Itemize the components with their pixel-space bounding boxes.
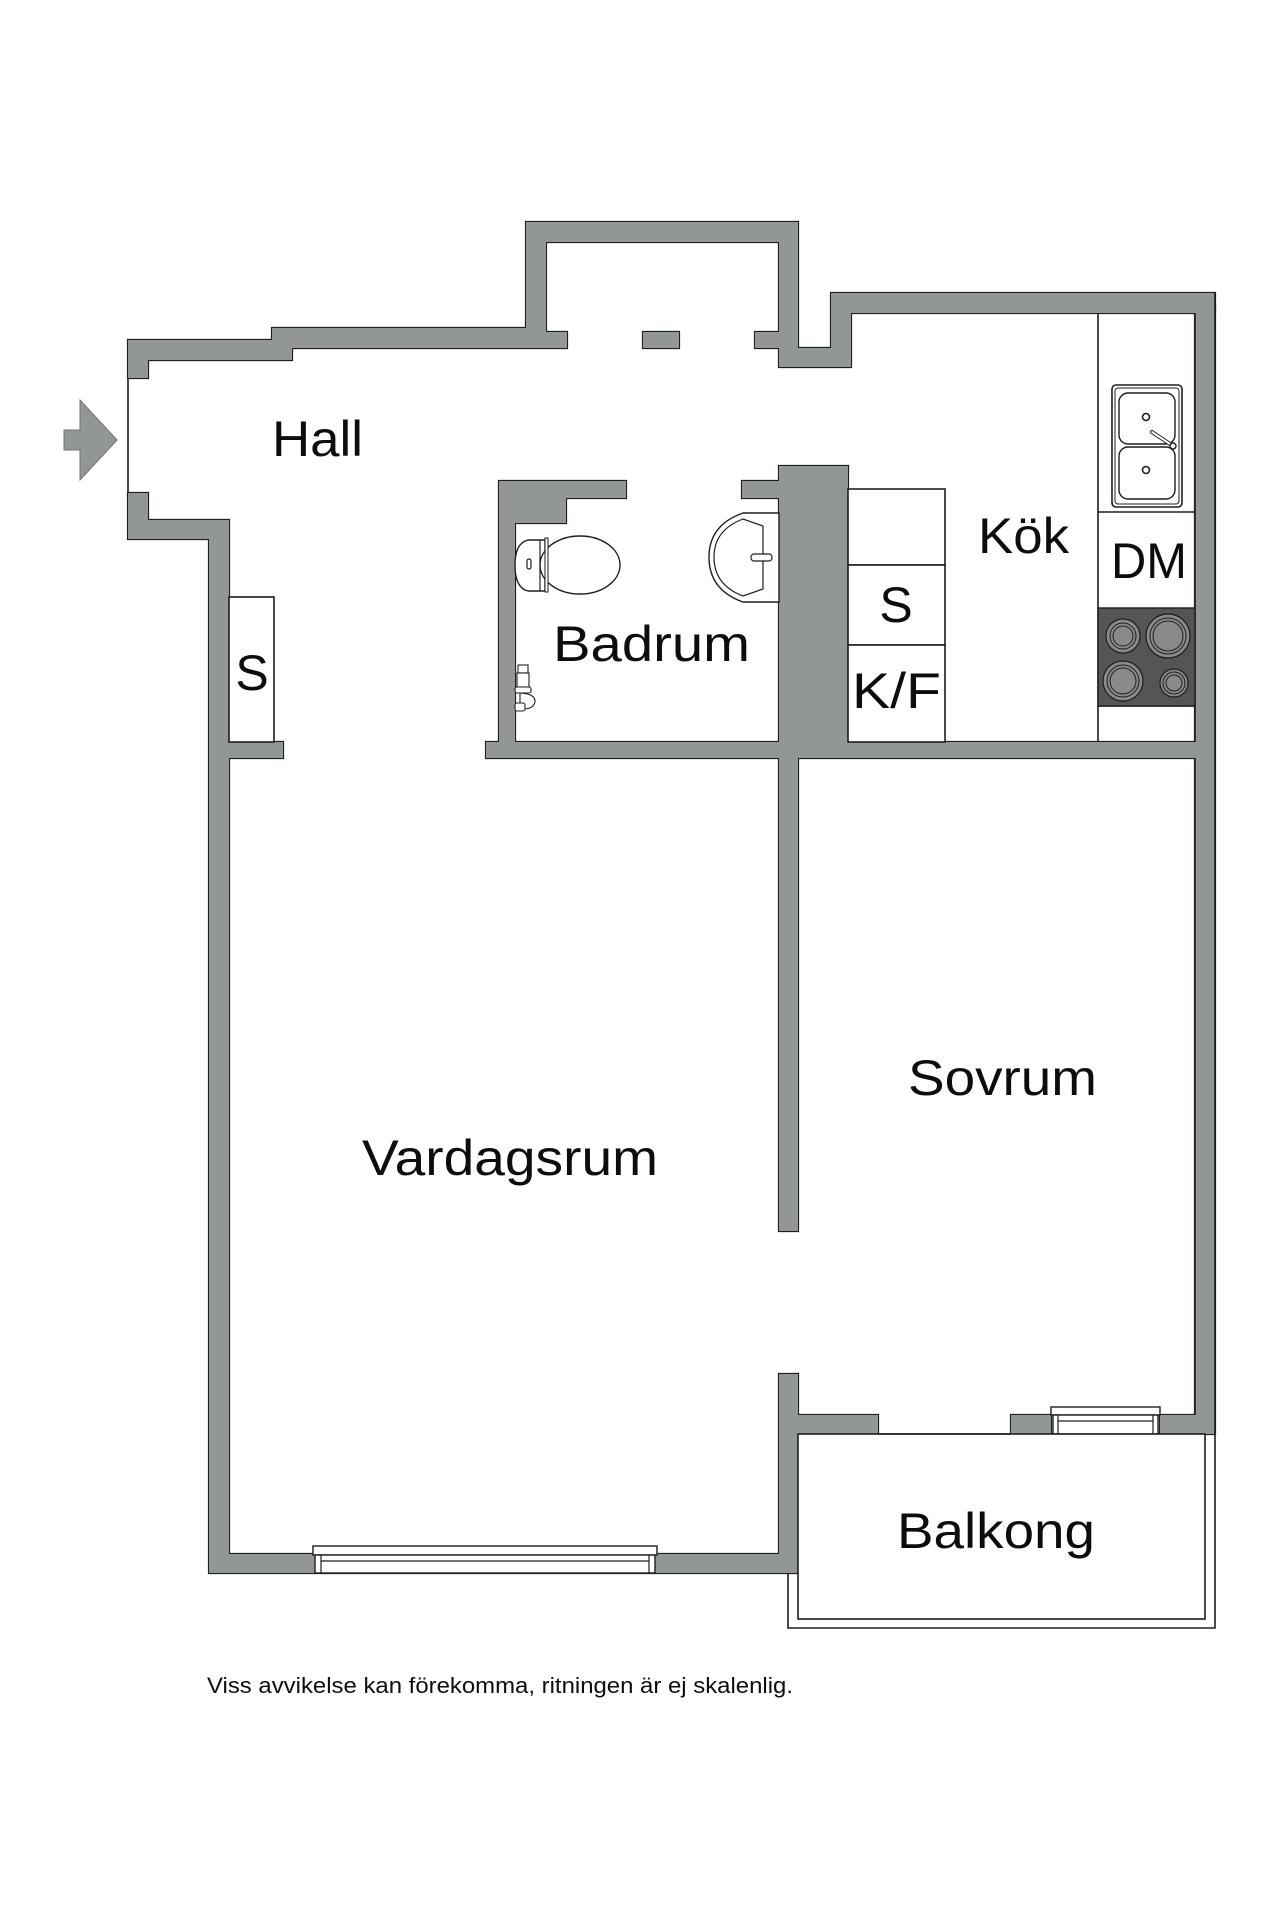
disclaimer-text: Viss avvikelse kan förekomma, ritningen … — [207, 1673, 793, 1698]
room-label-bathroom: Badrum — [553, 616, 750, 672]
room-label-hall-closet: S — [235, 645, 268, 701]
window-icon — [312, 1545, 658, 1574]
stove-icon — [1097, 607, 1196, 707]
room-label-kitchen: Kök — [978, 508, 1070, 564]
kitchen-closet — [847, 564, 946, 646]
room-label-dishwasher: DM — [1111, 533, 1187, 589]
room-label-living-room: Vardagsrum — [362, 1130, 658, 1186]
double-sink-icon — [1111, 384, 1183, 508]
room-label-bedroom: Sovrum — [908, 1050, 1097, 1106]
room-label-kitchen-closet: S — [879, 577, 912, 633]
room-label-balcony: Balkong — [897, 1503, 1095, 1559]
fridge-freezer — [847, 644, 946, 743]
washbasin-icon — [708, 512, 780, 603]
hall-closet — [228, 596, 275, 743]
room-label-hall: Hall — [272, 411, 363, 467]
arrow-right-icon — [63, 398, 118, 482]
shower-mixer-icon — [514, 664, 536, 712]
balcony-outline — [787, 1433, 1216, 1629]
room-label-fridge-freezer: K/F — [852, 663, 941, 719]
kitchen-cabinets — [847, 488, 946, 743]
toilet-icon — [514, 535, 621, 595]
window-icon — [1050, 1406, 1161, 1435]
